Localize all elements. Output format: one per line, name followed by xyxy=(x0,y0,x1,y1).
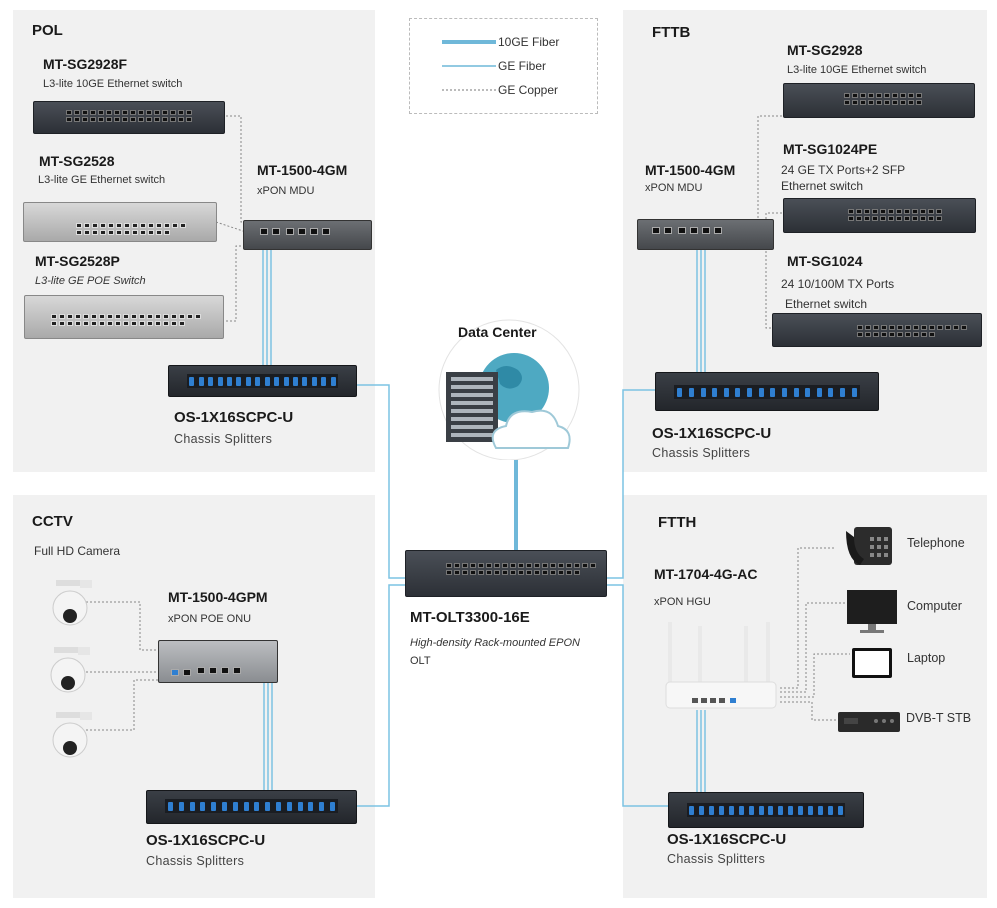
fttb-mdu-desc: xPON MDU xyxy=(645,182,703,194)
computer-icon xyxy=(847,590,897,633)
fttb-switch2-desc-line2: Ethernet switch xyxy=(781,179,864,193)
pol-mdu-device xyxy=(243,220,372,250)
legend-label-ge-fiber: GE Fiber xyxy=(498,59,547,73)
fttb-switch1-device xyxy=(783,83,975,118)
fttb-splitter-model: OS-1X16SCPC-U xyxy=(652,425,772,442)
pol-to-olt-fiber xyxy=(355,384,405,579)
cctv-title: CCTV xyxy=(32,513,73,530)
pol-switch2-model: MT-SG2528 xyxy=(39,153,115,169)
laptop-icon xyxy=(852,648,892,678)
pol-switch2-device xyxy=(23,202,217,242)
olt-device xyxy=(405,550,607,597)
camera-icon-1 xyxy=(52,580,92,626)
device-label-laptop: Laptop xyxy=(907,651,946,665)
ftth-to-olt-fiber xyxy=(605,584,668,807)
legend: 10GE Fiber GE Fiber GE Copper xyxy=(409,18,598,114)
legend-line-ge-fiber xyxy=(442,65,496,67)
pol-switch2-desc: L3-lite GE Ethernet switch xyxy=(38,174,166,186)
pol-mdu-desc: xPON MDU xyxy=(257,185,315,197)
device-label-dvb-t-stb: DVB-T STB xyxy=(906,711,972,725)
fttb-splitter-desc: Chassis Splitters xyxy=(652,446,751,460)
fttb-title: FTTB xyxy=(652,24,691,41)
pol-copper-2 xyxy=(215,221,247,233)
camera-icon-3 xyxy=(52,712,92,758)
legend-label-ge-copper: GE Copper xyxy=(498,83,559,97)
pol-switch1-desc: L3-lite 10GE Ethernet switch xyxy=(43,78,183,90)
ftth-splitter-desc: Chassis Splitters xyxy=(667,852,766,866)
ftth-hgu-model: MT-1704-4G-AC xyxy=(654,566,758,582)
fttb-mdu-model: MT-1500-4GM xyxy=(645,162,736,178)
olt-desc-line1: High-density Rack-mounted EPON xyxy=(410,637,580,649)
datacenter-globe-icon xyxy=(438,319,580,460)
pol-splitter-model: OS-1X16SCPC-U xyxy=(174,409,294,426)
pol-copper-3 xyxy=(222,245,246,322)
hgu-router-icon xyxy=(665,622,777,709)
pol-splitter-desc: Chassis Splitters xyxy=(174,432,273,446)
olt-desc-line2: OLT xyxy=(410,655,431,667)
fttb-switch1-model: MT-SG2928 xyxy=(787,42,863,58)
ftth-splitter-device xyxy=(668,792,864,828)
fttb-mdu-device xyxy=(637,219,774,250)
fttb-switch2-device xyxy=(783,198,976,233)
cctv-camera-label: Full HD Camera xyxy=(34,544,121,558)
pol-switch3-desc: L3-lite GE POE Switch xyxy=(35,275,146,287)
legend-line-ge-copper xyxy=(442,89,496,91)
device-label-computer: Computer xyxy=(907,599,962,613)
cctv-onu-desc: xPON POE ONU xyxy=(168,613,252,625)
fttb-switch3-desc-line2: Ethernet switch xyxy=(785,297,868,311)
pol-copper-1 xyxy=(222,115,246,223)
fttb-switch3-device xyxy=(772,313,982,347)
legend-label-10ge-fiber: 10GE Fiber xyxy=(498,35,560,49)
fttb-switch2-desc-line1: 24 GE TX Ports+2 SFP xyxy=(781,163,906,177)
olt-model: MT-OLT3300-16E xyxy=(410,609,530,626)
cctv-splitter-device xyxy=(146,790,357,824)
datacenter-label: Data Center xyxy=(458,324,537,340)
pol-switch3-device xyxy=(24,295,224,339)
pol-switch1-model: MT-SG2928F xyxy=(43,56,128,72)
ftth-splitter-model: OS-1X16SCPC-U xyxy=(667,831,787,848)
fttb-to-olt-fiber xyxy=(605,389,655,579)
fttb-switch1-desc: L3-lite 10GE Ethernet switch xyxy=(787,64,927,76)
cctv-splitter-model: OS-1X16SCPC-U xyxy=(146,832,266,849)
cctv-panel xyxy=(13,495,375,898)
ftth-hgu-desc: xPON HGU xyxy=(654,596,711,608)
pol-switch1-device xyxy=(33,101,225,134)
cctv-onu-device xyxy=(158,640,278,683)
ftth-title: FTTH xyxy=(658,514,697,531)
fttb-splitter-device xyxy=(655,372,879,411)
cctv-onu-model: MT-1500-4GPM xyxy=(168,589,268,605)
pol-splitter-device xyxy=(168,365,357,397)
cctv-to-olt-fiber xyxy=(355,584,405,807)
device-label-telephone: Telephone xyxy=(907,536,965,550)
legend-line-10ge-fiber xyxy=(442,40,496,44)
fttb-switch2-model: MT-SG1024PE xyxy=(783,141,878,157)
telephone-icon xyxy=(846,527,892,565)
fttb-switch3-model: MT-SG1024 xyxy=(787,253,863,269)
pol-switch3-model: MT-SG2528P xyxy=(35,253,120,269)
cctv-splitter-desc: Chassis Splitters xyxy=(146,854,245,868)
fttb-switch3-desc-line1: 24 10/100M TX Ports xyxy=(781,277,895,291)
camera-icon-2 xyxy=(50,647,90,693)
dvb-t-stb-icon xyxy=(838,712,900,732)
pol-title: POL xyxy=(32,22,63,39)
pol-mdu-model: MT-1500-4GM xyxy=(257,162,348,178)
